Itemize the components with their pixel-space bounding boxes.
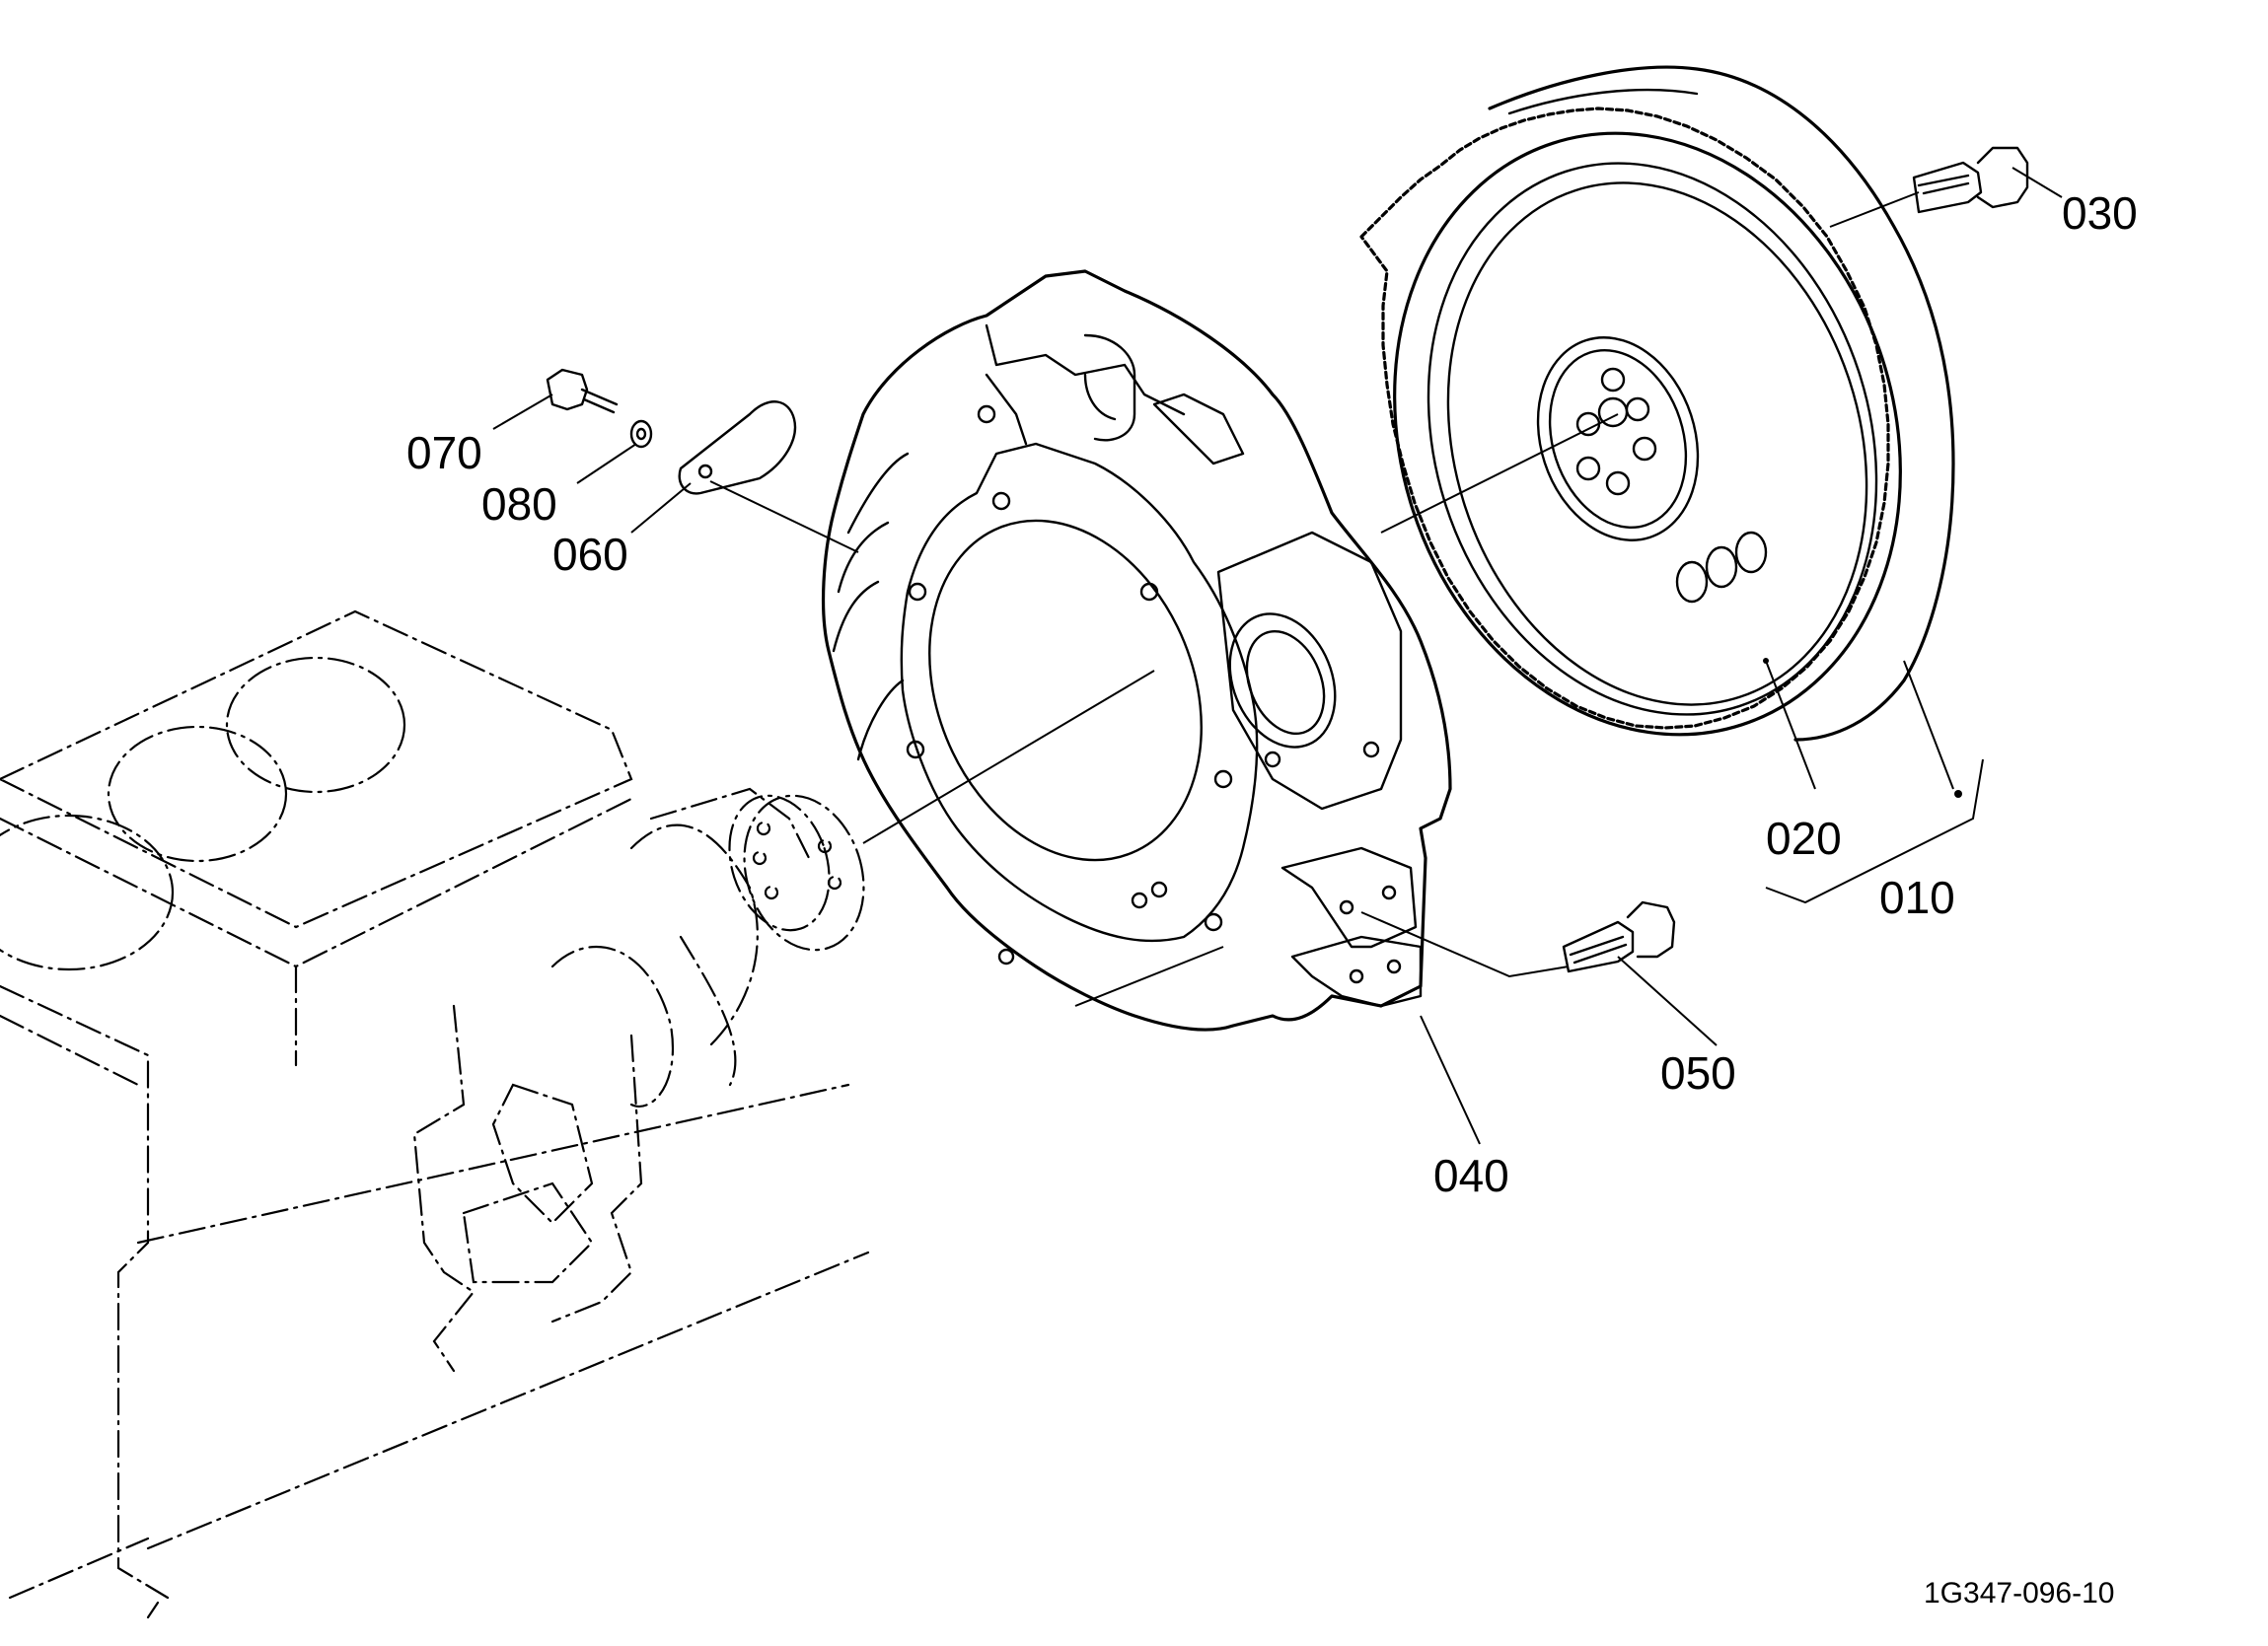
- cover-bolt: [546, 368, 619, 414]
- label-070: 070: [406, 427, 482, 478]
- housing-bolt: [1562, 900, 1676, 973]
- cover-plate: [678, 400, 797, 495]
- part-labels: 030 020 010 040 050 060 080 070: [406, 187, 2138, 1201]
- label-040: 040: [1433, 1150, 1509, 1201]
- label-050: 050: [1660, 1047, 1736, 1099]
- label-030: 030: [2062, 187, 2138, 239]
- label-060: 060: [552, 529, 628, 580]
- label-010: 010: [1879, 872, 1955, 923]
- leader-lines: [492, 167, 2063, 1145]
- engine-block-phantom: [0, 609, 870, 1619]
- drawing-number: 1G347-096-10: [1924, 1577, 2114, 1610]
- washer: [629, 419, 653, 449]
- assembly-lines: [709, 191, 1920, 1007]
- crankshaft-phantom: [550, 787, 865, 1108]
- flywheel: [1359, 65, 1955, 742]
- label-080: 080: [481, 478, 557, 530]
- flywheel-housing: [821, 269, 1452, 1032]
- label-020: 020: [1766, 813, 1842, 864]
- flywheel-bolt: [1912, 146, 2029, 214]
